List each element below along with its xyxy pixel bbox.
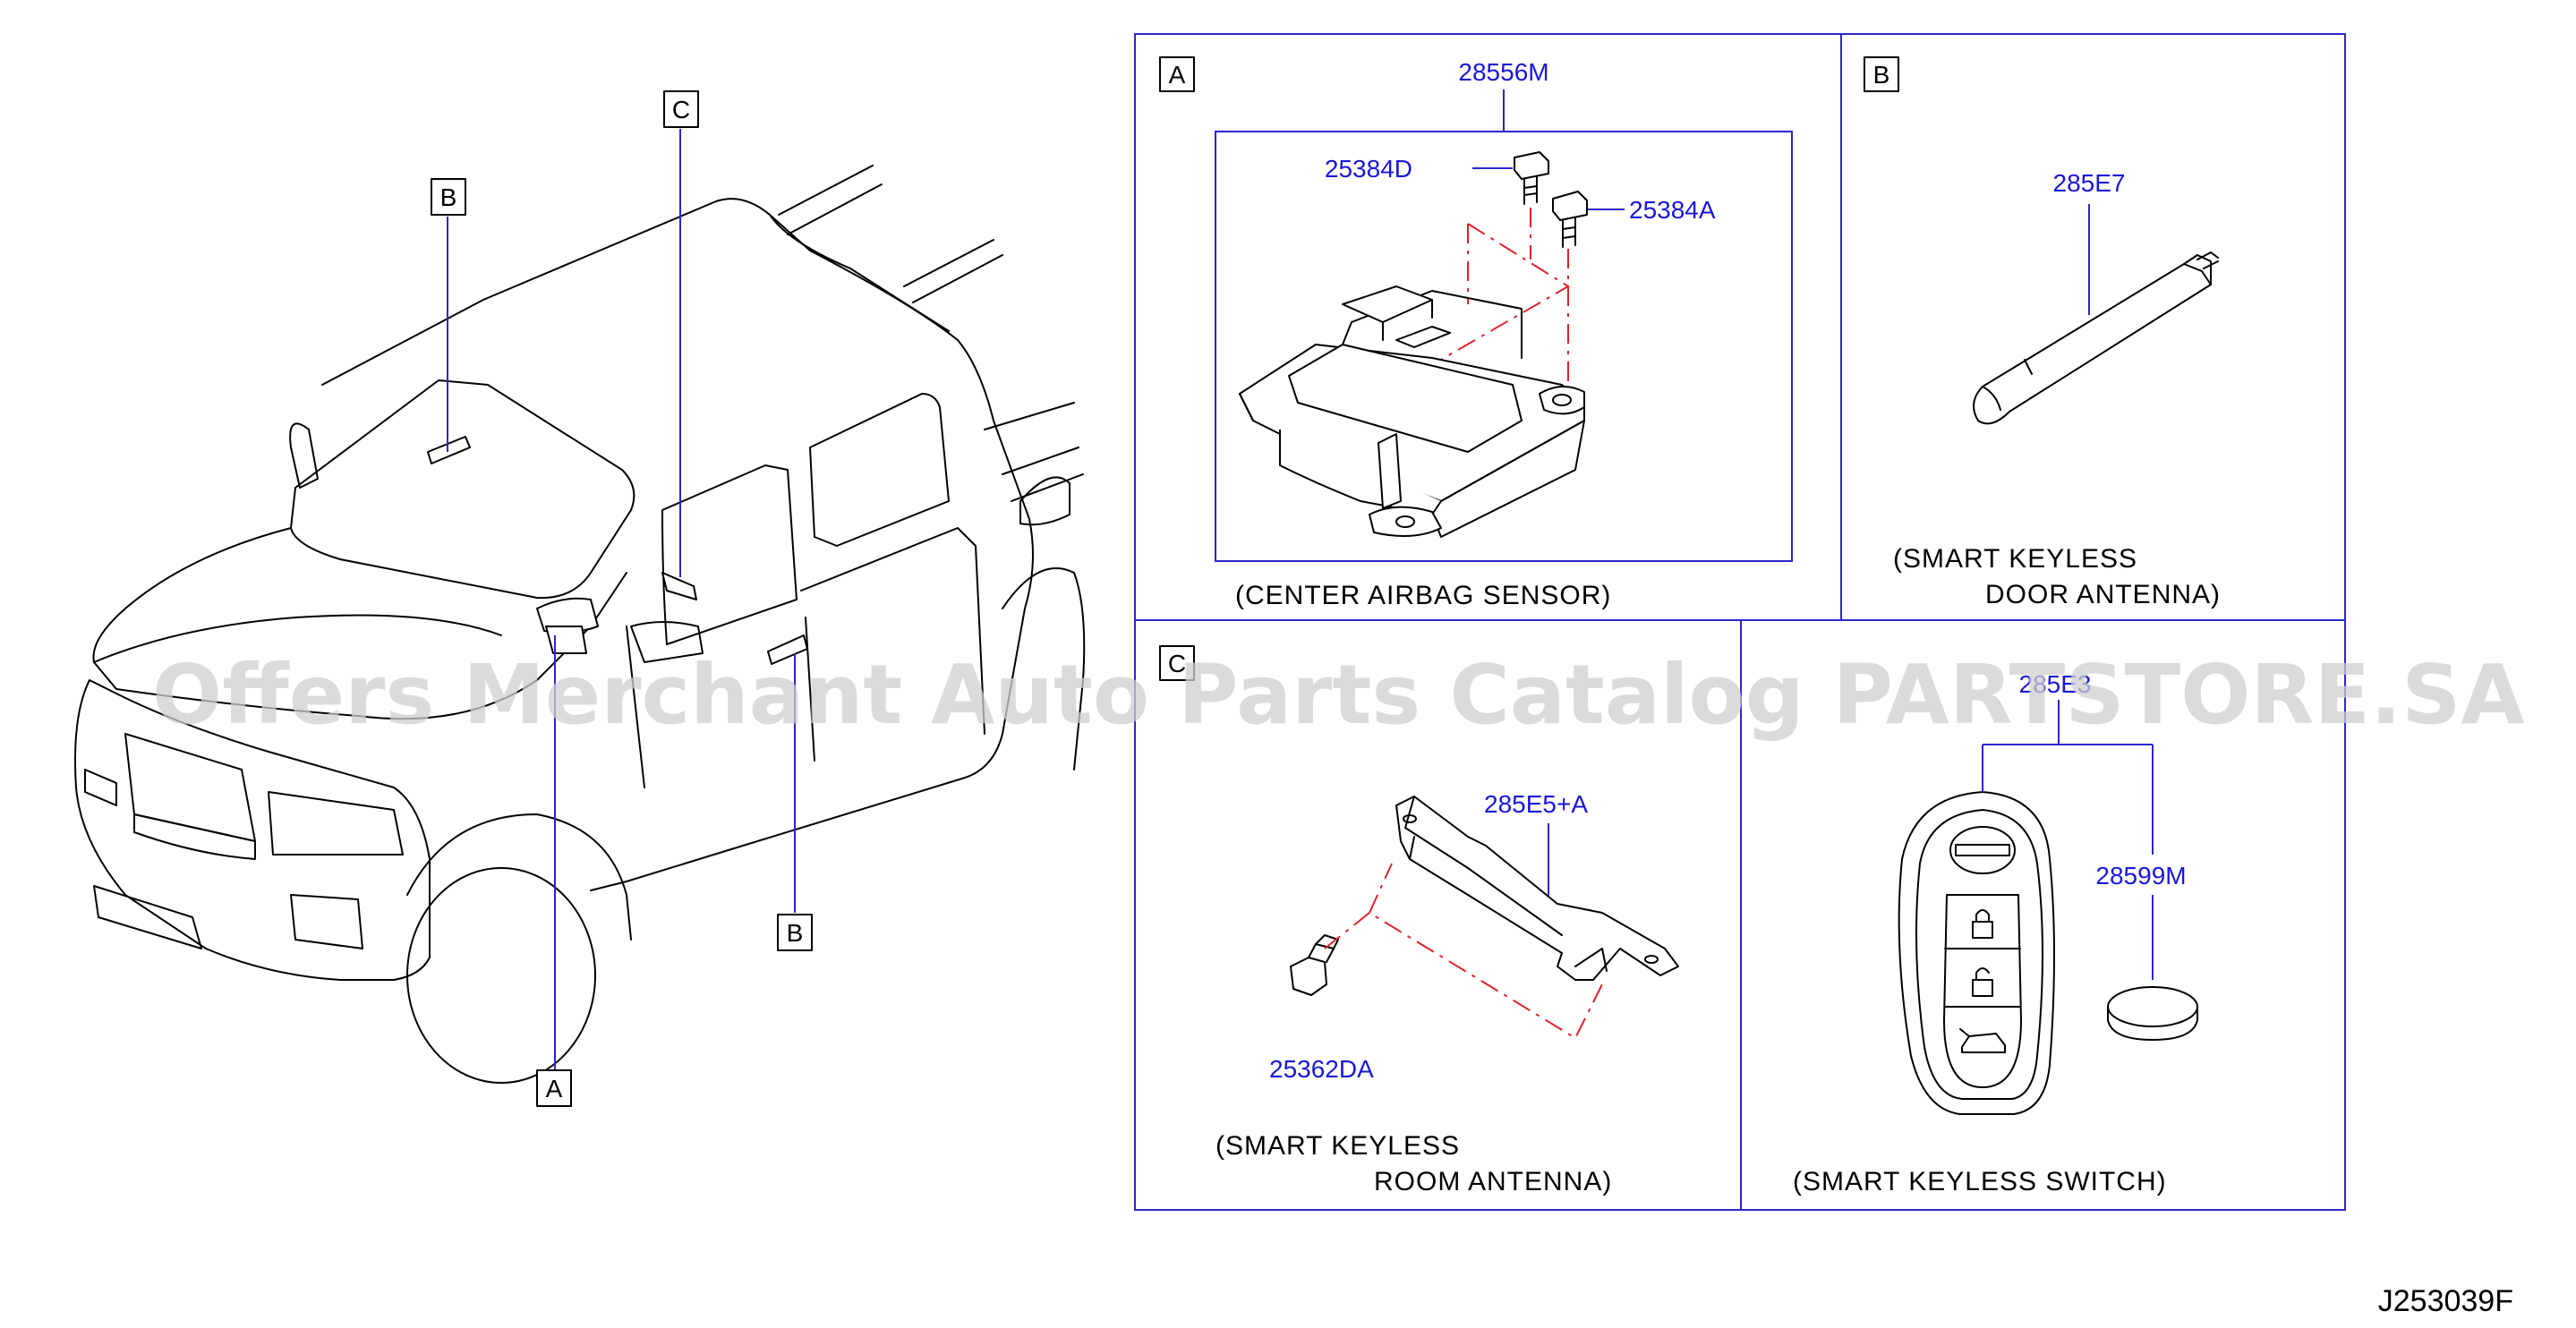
panel-smart-keyless-room-antenna: C 285E5+A 25362DA (SMART KEYLESS ROOM AN… bbox=[1159, 645, 1679, 1196]
part-number-28599M[interactable]: 28599M bbox=[2095, 862, 2186, 890]
part-number-285E3[interactable]: 285E3 bbox=[2019, 670, 2092, 698]
panel-frame bbox=[1134, 33, 2346, 1211]
trunk-icon bbox=[1959, 1028, 2006, 1053]
part-number-25362DA[interactable]: 25362DA bbox=[1269, 1055, 1374, 1083]
svg-text:C: C bbox=[672, 96, 690, 123]
panel-smart-keyless-switch: 285E3 28599M bbox=[1793, 670, 2198, 1196]
caption-center-airbag-sensor: (CENTER AIRBAG SENSOR) bbox=[1235, 581, 1611, 610]
part-number-25384D[interactable]: 25384D bbox=[1325, 155, 1412, 183]
lock-icon bbox=[1972, 909, 1993, 939]
door-antenna-part bbox=[1973, 251, 2219, 425]
caption-door-antenna-line1: (SMART KEYLESS bbox=[1893, 544, 2137, 574]
diagram-reference-code: J253039F bbox=[2378, 1284, 2513, 1318]
watermark: Offers Merchant Auto Parts Catalog PARTS… bbox=[152, 647, 2525, 743]
panel-smart-keyless-door-antenna: B 285E7 (SMART KEYLESS DOOR ANTENNA) bbox=[1864, 56, 2221, 609]
caption-room-antenna-line1: (SMART KEYLESS bbox=[1215, 1131, 1460, 1161]
panel-a-letter: A bbox=[1169, 61, 1186, 89]
svg-text:B: B bbox=[787, 919, 804, 947]
key-fob bbox=[1898, 791, 2055, 1115]
svg-text:A: A bbox=[546, 1075, 563, 1102]
room-antenna-bracket bbox=[1395, 796, 1679, 981]
panel-center-airbag-sensor: A 28556M 25384D 25384A bbox=[1159, 56, 1793, 610]
callout-box-c: C bbox=[663, 90, 699, 128]
airbag-sensor-module bbox=[1239, 285, 1585, 538]
caption-room-antenna-line2: ROOM ANTENNA) bbox=[1374, 1167, 1612, 1196]
panel-c-letter: C bbox=[1168, 650, 1186, 677]
bolt-25384A bbox=[1552, 191, 1588, 248]
callout-box-b-top: B bbox=[431, 178, 466, 216]
callout-box-b-bottom: B bbox=[777, 914, 813, 951]
part-number-285E5A[interactable]: 285E5+A bbox=[1484, 790, 1588, 818]
part-number-285E7[interactable]: 285E7 bbox=[2053, 169, 2126, 197]
bolt-25362DA bbox=[1290, 934, 1339, 996]
caption-smart-keyless-switch: (SMART KEYLESS SWITCH) bbox=[1793, 1167, 2167, 1196]
part-number-25384A[interactable]: 25384A bbox=[1629, 196, 1716, 224]
bolt-25384D bbox=[1514, 151, 1549, 205]
caption-door-antenna-line2: DOOR ANTENNA) bbox=[1985, 580, 2221, 609]
coin-battery bbox=[2107, 986, 2198, 1041]
svg-text:B: B bbox=[440, 183, 457, 211]
callout-box-a: A bbox=[536, 1069, 572, 1107]
part-number-28556M[interactable]: 28556M bbox=[1458, 58, 1548, 86]
vehicle-illustration: B C B A bbox=[74, 90, 1086, 1107]
panel-b-letter: B bbox=[1873, 61, 1890, 89]
unlock-icon bbox=[1972, 967, 1993, 997]
